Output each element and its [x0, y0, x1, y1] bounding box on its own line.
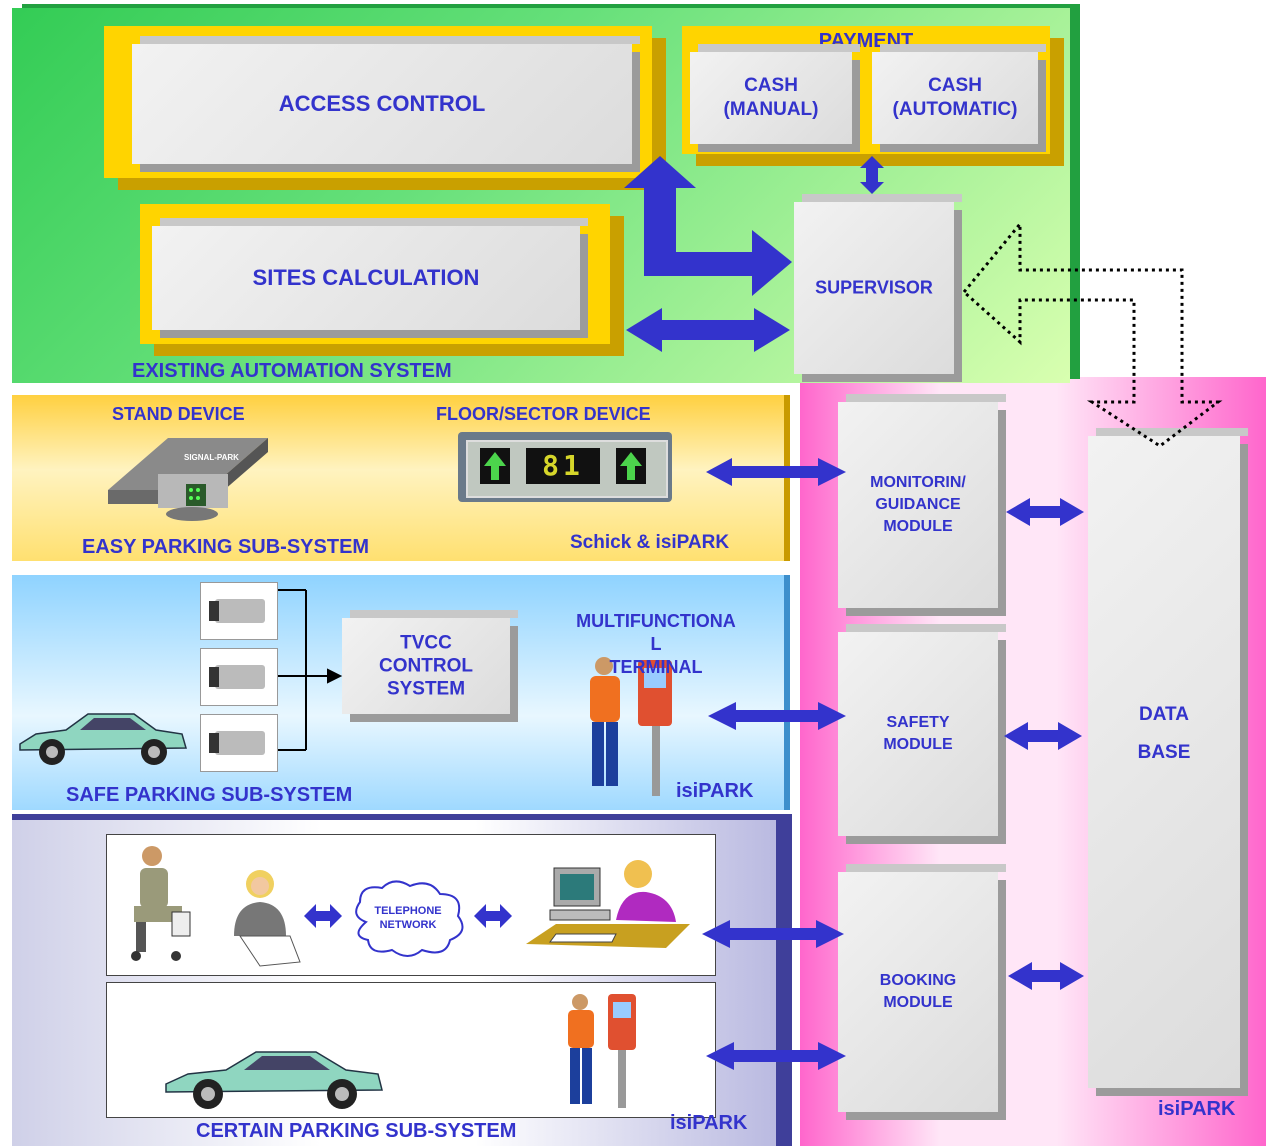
- easy-parking-title: EASY PARKING SUB-SYSTEM: [82, 536, 370, 558]
- car-image: [160, 1036, 386, 1112]
- cash-automatic-label: CASH (AUTOMATIC): [892, 75, 1018, 120]
- floor-device-label: FLOOR/SECTOR DEVICE: [436, 404, 651, 424]
- certain-vendor-label: isiPARK: [670, 1112, 748, 1134]
- safe-parking-title: SAFE PARKING SUB-SYSTEM: [66, 784, 353, 806]
- access-control-box: ACCESS CONTROL: [132, 36, 640, 164]
- database-box: DATA BASE: [1088, 428, 1248, 1088]
- stand-device-label: STAND DEVICE: [112, 404, 245, 424]
- caller-man-image: [116, 842, 196, 964]
- access-control-label: ACCESS CONTROL: [278, 91, 486, 116]
- existing-automation-title: EXISTING AUTOMATION SYSTEM: [132, 360, 452, 382]
- terminal-user-image: [558, 990, 648, 1110]
- certain-parking-title: CERTAIN PARKING SUB-SYSTEM: [196, 1120, 517, 1142]
- tvcc-control-box: TVCC CONTROL SYSTEM: [342, 610, 518, 714]
- floor-display: 81: [526, 448, 600, 484]
- camera-icon: [200, 714, 278, 772]
- database-label-2: BASE: [1137, 742, 1191, 763]
- operator-image: [526, 848, 690, 966]
- supervisor-label: SUPERVISOR: [815, 277, 933, 298]
- easy-vendor-label: Schick & isiPARK: [570, 532, 730, 553]
- cash-manual-box: CASH (MANUAL): [690, 44, 860, 144]
- up-arrow-icon: [480, 448, 510, 484]
- safety-module-box: SAFETY MODULE: [838, 624, 1006, 836]
- monitoring-module-box: MONITORIN/ GUIDANCE MODULE: [838, 394, 1006, 608]
- monitoring-module-label: MONITORIN/ GUIDANCE MODULE: [870, 474, 966, 535]
- cash-manual-label: CASH (MANUAL): [723, 75, 819, 120]
- stand-device-image: SIGNAL-PARK: [108, 430, 268, 522]
- sites-calculation-label: SITES CALCULATION: [252, 265, 480, 290]
- camera-icon: [200, 648, 278, 706]
- sites-calculation-box: SITES CALCULATION: [152, 218, 588, 330]
- supervisor-box: SUPERVISOR: [794, 194, 962, 374]
- stand-device-brand: SIGNAL-PARK: [184, 453, 239, 462]
- safety-module-label: SAFETY MODULE: [883, 714, 953, 753]
- telephone-network-cloud: TELEPHONE NETWORK: [346, 876, 470, 960]
- booking-module-box: BOOKING MODULE: [838, 864, 1006, 1112]
- terminal-label: MULTIFUNCTIONA L TERMINAL: [576, 611, 736, 677]
- booking-module-label: BOOKING MODULE: [879, 972, 957, 1011]
- telephone-network-label: TELEPHONE NETWORK: [374, 905, 442, 931]
- floor-device-image: 81: [458, 432, 672, 502]
- car-image: [16, 700, 188, 770]
- isipark-vendor-label: isiPARK: [1158, 1098, 1236, 1120]
- terminal-user-image: [582, 652, 678, 798]
- safe-vendor-label: isiPARK: [676, 780, 754, 802]
- database-label-1: DATA: [1139, 704, 1189, 725]
- caller-woman-image: [220, 866, 302, 970]
- camera-icon: [200, 582, 278, 640]
- tvcc-control-label: TVCC CONTROL SYSTEM: [379, 632, 473, 700]
- up-arrow-icon: [616, 448, 646, 484]
- cash-automatic-box: CASH (AUTOMATIC): [872, 44, 1046, 144]
